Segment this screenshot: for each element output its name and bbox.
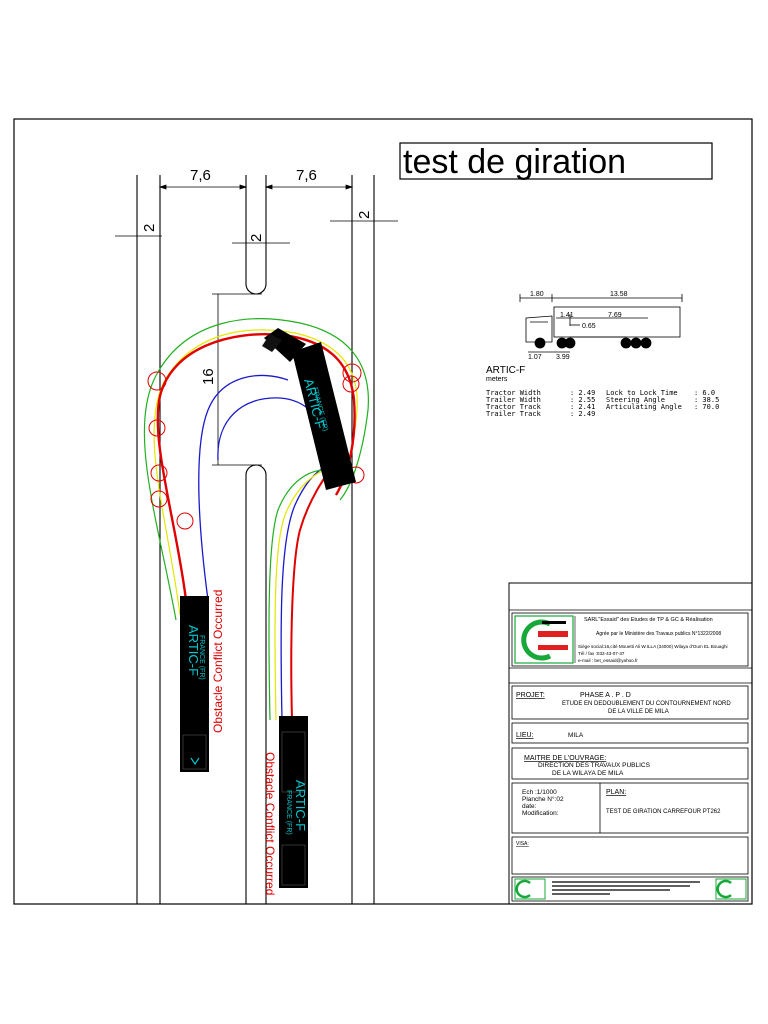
profile-dim-769: 7.69 [608,312,622,319]
footer-logo-right [716,879,732,899]
blue-path-1 [198,374,289,601]
green-envelope-outer [143,318,369,621]
profile-dim-front: 1.80 [530,291,544,298]
swept-paths [143,318,369,721]
date: date: [522,803,537,810]
red-path-outer [156,333,356,601]
red-path-inner [290,454,341,721]
conflict-markers [147,363,365,530]
spec-left-2-label: Tractor Track [486,403,542,411]
spec-right-0-label: Lock to Lock Time [606,389,678,397]
profile-dim-399: 3.99 [556,354,570,361]
projet-line1: ETUDE EN DEDOUBLEMENT DU CONTOURNEMENT N… [562,701,731,707]
title-box: test de giration [399,142,713,181]
vehicle-specs: ARTIC-F meters Tractor Width : 2.49 Trai… [486,365,719,418]
modification: Modification: [522,810,559,817]
footer-strip [511,876,749,902]
conflict-label-right: Obstacle Conflict Occurred [263,752,277,895]
planche: Planche N°:02 [522,795,564,803]
vehicle-units: meters [486,376,508,383]
spec-left-0-value: : 2.49 [570,389,595,397]
dimension-lines [115,184,398,466]
plan-label: PLAN: [606,789,626,796]
drawing-title: test de giration [403,143,626,181]
projet-label: PROJET: [516,692,545,699]
dim-shoulder-left: 2 [141,224,158,232]
spec-left-0-label: Tractor Width [486,389,541,397]
plan-box: Ech :1/1000 Planche N°:02 date: Modifica… [511,782,749,834]
projet-box: PROJET: PHASE A . P . D ETUDE EN DEDOUBL… [511,685,749,720]
projet-line2: DE LA VILLE DE MILA [608,709,669,715]
spec-right-1-value: : 38.5 [694,396,719,404]
maitre-line2: DE LA WILAYA DE MILA [552,770,624,777]
spec-left-1-value: : 2.55 [570,396,595,404]
company-logo [521,619,568,661]
spec-left-2-value: : 2.41 [570,403,595,411]
vehicle-left-country: FRANCE (FR) [198,635,205,680]
yellow-path-inner [274,467,333,721]
spec-right-2-label: Articulating Angle [606,403,682,411]
projet-phase: PHASE A . P . D [580,692,631,699]
vehicle-right-country: FRANCE (FR) [285,790,292,835]
profile-dim-total: 13.58 [610,291,628,298]
road-lines [136,175,375,904]
company-box: SARL"Essaid" des Etudes de TP & GC & Réa… [511,612,749,667]
spec-left-3-label: Trailer Track [486,410,542,418]
dim-road-left: 7,6 [190,167,211,184]
maitre-box: MAITRE DE L'OUVRAGE: DIRECTION DES TRAVA… [511,747,749,780]
spec-right-2-value: : 70.0 [694,403,719,411]
vehicle-right: ARTIC-F FRANCE (FR) [279,716,308,888]
plan-value: TEST DE GIRATION CARREFOUR PT262 [606,809,721,815]
spec-left-1-label: Trailer Width [486,396,541,404]
lieu-label: LIEU: [516,732,534,739]
lieu-value: MILA [568,732,584,739]
vehicle-left-name: ARTIC-F [186,625,201,676]
profile-dim-107: 1.07 [528,354,542,361]
spec-left-3-value: : 2.49 [570,410,595,418]
conflict-label-left: Obstacle Conflict Occurred [211,590,225,733]
lieu-box: LIEU: MILA [511,722,749,744]
vehicle-name: ARTIC-F [486,365,525,376]
spec-right-0-value: : 6.0 [694,389,715,397]
footer-logo-left [515,879,531,899]
profile-dim-141: 1.41 [560,312,574,319]
vehicle-profile [519,294,683,353]
company-email: e-mail : bet_essaid@yahoo.fr [578,658,638,663]
title-block: SARL"Essaid" des Etudes de TP & GC & Réa… [508,582,753,905]
company-phone: Tél / fax :032-43-07-37 [578,651,625,656]
dim-median-gap: 2 [248,234,265,242]
spec-right-1-label: Steering Angle [606,396,665,404]
dim-shoulder-right: 2 [356,211,373,219]
visa-label: VISA: [516,841,529,847]
green-path-inner [268,469,326,721]
vehicle-turning: ARTIC-F FRANCE (FR) [262,328,356,490]
maitre-line1: DIRECTION DES TRAVAUX PUBLICS [538,762,651,769]
company-sub: Agrée par le Ministère des Travaux publi… [596,631,721,637]
blue-path-3 [280,464,329,721]
profile-dim-065: 0.65 [582,323,596,330]
drawing-frame [13,118,753,905]
vehicle-left: ARTIC-F FRANCE (FR) [180,596,209,772]
ech: Ech :1/1000 [522,789,557,796]
company-line: SARL"Essaid" des Etudes de TP & GC & Réa… [584,617,713,623]
dim-turn-length: 16 [200,368,217,385]
visa-box: VISA: [511,836,749,875]
company-address: Siège social:16,cité Mouetti Ali W.ILLA … [578,644,728,649]
dim-road-right: 7,6 [296,167,317,184]
maitre-label: MAITRE DE L'OUVRAGE: [524,755,606,762]
vehicle-right-name: ARTIC-F [293,780,308,831]
